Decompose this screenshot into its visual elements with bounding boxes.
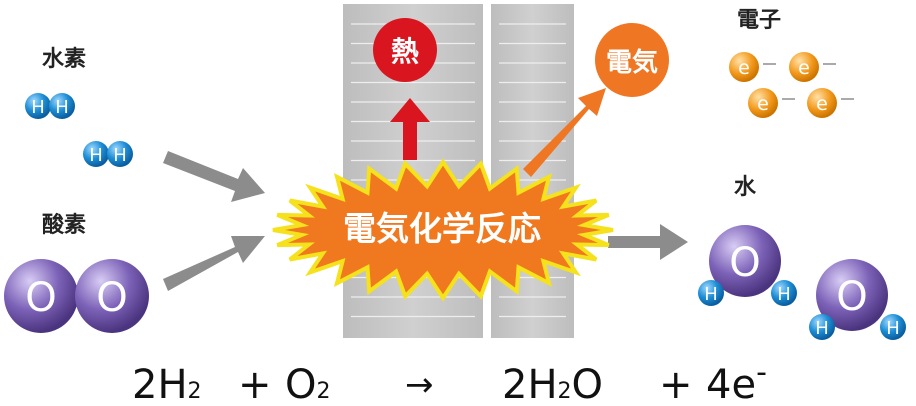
eq-right-h-sub: 2	[558, 379, 572, 404]
e-label: e	[738, 57, 750, 79]
h-atom-label: H	[704, 284, 718, 305]
eq-right-e-sup: -	[756, 355, 767, 390]
electricity-label: 電気	[606, 47, 658, 78]
e-label: e	[798, 57, 810, 79]
o-atom-label: O	[836, 274, 867, 320]
electron: e	[748, 88, 795, 118]
h-atom-label: H	[777, 284, 791, 305]
e-label: e	[757, 93, 769, 115]
o-atom-label: O	[729, 240, 760, 286]
electrons: e e e e	[729, 52, 854, 118]
eq-right-h: 2H	[502, 362, 558, 406]
eq-left-o-sub: 2	[316, 379, 330, 404]
o-atom-label: O	[96, 275, 127, 321]
svg-text:2H2: 2H2	[132, 362, 202, 406]
reaction-burst	[272, 158, 614, 302]
oxygen-label: 酸素	[42, 212, 86, 238]
h-atom-label: H	[89, 145, 103, 166]
eq-right-e: 4e	[706, 362, 756, 406]
heat-bubble: 熱	[373, 18, 437, 82]
oxygen-input-arrow	[163, 236, 265, 291]
h-atom-label: H	[113, 145, 127, 166]
chemical-equation: 2H2 + O2 → 2H2O + 4e-	[132, 355, 767, 406]
input-arrows	[163, 151, 688, 291]
electron-label: 電子	[737, 8, 781, 33]
eq-arrow: →	[405, 365, 434, 405]
e-label: e	[816, 93, 828, 115]
h-atom-label: H	[31, 97, 45, 118]
electricity-bubble: 電気	[595, 23, 669, 97]
water-molecule-2: O H H	[809, 259, 906, 340]
hydrogen-molecule-1: H H	[25, 93, 75, 119]
eq-left-h-sub: 2	[188, 379, 202, 404]
hydrogen-label: 水素	[42, 46, 86, 72]
eq-left-o: O	[285, 362, 316, 406]
eq-plus-2: +	[659, 362, 693, 406]
eq-left-h: 2H	[132, 362, 188, 406]
electron: e	[807, 88, 854, 118]
svg-text:2H2O: 2H2O	[502, 362, 603, 406]
svg-text:4e-: 4e-	[706, 355, 767, 406]
eq-plus-1: +	[238, 362, 272, 406]
oxygen-molecule: O O	[4, 259, 149, 333]
reaction-label: 電気化学反応	[343, 209, 541, 248]
o-atom-label: O	[25, 275, 56, 321]
water-molecule-1: O H H	[698, 225, 797, 306]
h-atom-label: H	[815, 318, 829, 339]
water-label: 水	[734, 175, 757, 200]
hydrogen-input-arrow	[163, 151, 265, 202]
heat-label: 熱	[391, 35, 419, 68]
svg-text:O2: O2	[285, 362, 330, 406]
eq-right-o: O	[572, 362, 603, 406]
h-atom-label: H	[886, 318, 900, 339]
h-atom-label: H	[55, 97, 69, 118]
hydrogen-molecule-2: H H	[83, 141, 133, 167]
heat-arrow	[390, 98, 430, 160]
electron: e	[789, 52, 836, 82]
electron: e	[729, 52, 776, 82]
water-output-arrow	[608, 224, 688, 260]
electricity-arrow	[523, 88, 606, 177]
